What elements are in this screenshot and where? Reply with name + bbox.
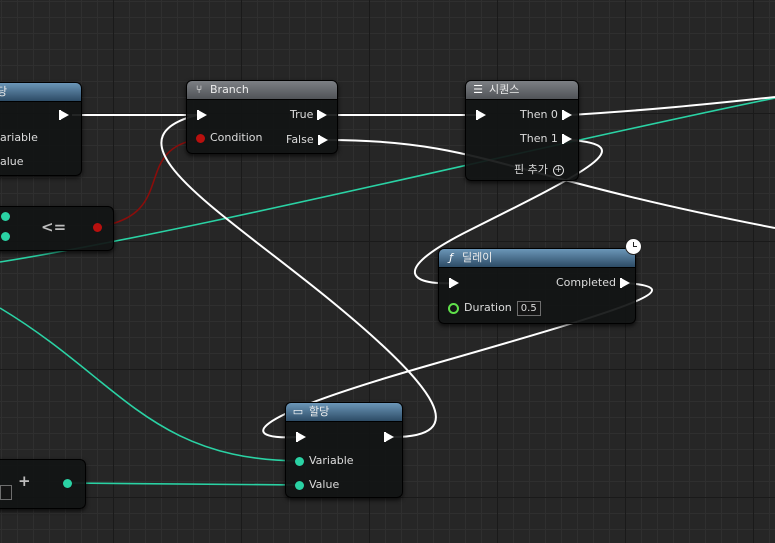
variable-pin[interactable]: Variable: [295, 454, 354, 468]
exec-pin-icon: [317, 110, 328, 120]
float-pin-icon: [295, 480, 304, 490]
add-pin-button[interactable]: 핀 추가 +: [514, 163, 564, 177]
exec-pin-icon: [561, 134, 572, 144]
bool-output-pin[interactable]: [93, 223, 102, 232]
float-wire: [0, 97, 775, 263]
pin-label: Completed: [556, 276, 616, 289]
exec-pin-icon: [197, 110, 207, 120]
exec-pin-icon: [561, 110, 572, 120]
float-wire: [66, 482, 301, 486]
exec-in-pin[interactable]: [476, 108, 486, 122]
exec-pin-icon: [59, 110, 69, 120]
exec-in-pin[interactable]: [449, 276, 459, 290]
value-pin[interactable]: Value: [295, 478, 339, 492]
exec-out-pin[interactable]: [59, 108, 69, 122]
sequence-icon: ☰: [473, 83, 483, 96]
exec-wire: [569, 96, 775, 116]
variable-pin[interactable]: ariable: [0, 131, 38, 145]
node-header: ☰ 시퀀스: [466, 81, 578, 100]
exec-pin-icon: [449, 278, 459, 288]
add-operator: +: [18, 472, 31, 490]
node-header: ▭ 할당: [286, 403, 402, 422]
exec-wire: [160, 114, 437, 438]
true-pin[interactable]: True: [290, 108, 328, 122]
float-pin-icon: [295, 456, 304, 466]
bool-pin-icon: [196, 133, 205, 143]
node-title: Branch: [210, 83, 249, 96]
value-pin[interactable]: alue: [0, 155, 24, 169]
node-header: 당: [0, 83, 81, 102]
compare-operator: <=: [41, 218, 67, 236]
exec-out-pin[interactable]: [384, 430, 394, 444]
pin-label: True: [290, 108, 314, 121]
pin-label: Then 1: [520, 132, 558, 145]
exec-pin-icon: [317, 135, 328, 145]
pin-label: False: [286, 133, 314, 146]
node-header: ⑂ Branch: [187, 81, 337, 100]
node-title: 시퀀스: [489, 83, 520, 96]
condition-pin[interactable]: Condition: [196, 131, 263, 145]
duration-input[interactable]: 0.5: [516, 300, 541, 316]
exec-in-pin[interactable]: [197, 108, 207, 122]
pin-label: Condition: [210, 131, 263, 144]
add-node[interactable]: [0, 459, 86, 509]
node-title: 딜레이: [462, 251, 493, 264]
exec-pin-icon: [384, 432, 394, 442]
function-icon: ƒ: [449, 251, 453, 264]
sequence-node[interactable]: ☰ 시퀀스: [465, 80, 579, 181]
float-input-pin[interactable]: [1, 212, 10, 221]
then-0-pin[interactable]: Then 0: [520, 108, 572, 122]
exec-pin-icon: [296, 432, 306, 442]
assign-node[interactable]: ▭ 할당: [285, 402, 403, 498]
clock-icon: [625, 238, 642, 255]
float-input-pin[interactable]: [1, 232, 10, 241]
float-output-pin[interactable]: [63, 479, 72, 488]
duration-pin[interactable]: Duration 0.5: [448, 300, 541, 316]
pin-label: Duration: [464, 301, 512, 314]
exec-pin-icon: [476, 110, 486, 120]
branch-node[interactable]: ⑂ Branch: [186, 80, 338, 154]
exec-pin-icon: [620, 278, 630, 288]
false-pin[interactable]: False: [286, 133, 328, 147]
float-pin-icon: [448, 302, 459, 314]
pin-label: alue: [0, 155, 24, 168]
node-header: ƒ 딜레이: [439, 249, 635, 268]
completed-pin[interactable]: Completed: [556, 276, 630, 290]
float-wire: [0, 307, 301, 462]
branch-icon: ⑂: [195, 83, 203, 96]
assign-icon: ▭: [292, 405, 304, 418]
pin-label: Variable: [309, 454, 354, 467]
exec-in-pin[interactable]: [296, 430, 306, 444]
node-title: 당: [0, 83, 7, 101]
pin-label: Then 0: [520, 108, 558, 121]
pin-label: ariable: [0, 131, 38, 144]
node-title: 할당: [309, 405, 330, 418]
then-1-pin[interactable]: Then 1: [520, 132, 572, 146]
plus-circle-icon: +: [552, 164, 564, 176]
add-pin-label: 핀 추가: [514, 163, 548, 176]
assign-node-left[interactable]: 당: [0, 82, 82, 176]
pin-label: Value: [309, 478, 340, 491]
add-input-value[interactable]: [0, 485, 12, 500]
